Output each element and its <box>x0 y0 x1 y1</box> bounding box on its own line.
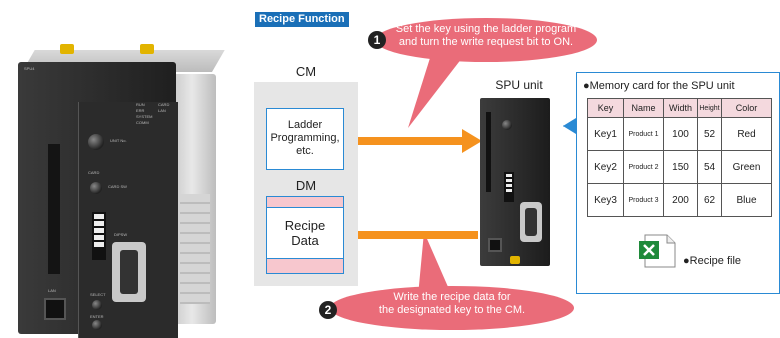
table-cell: Red <box>721 117 772 151</box>
column-header: Name <box>623 98 664 118</box>
table-row: Key1 Product 1 100 52 Red <box>587 117 772 151</box>
plc-card-label: CARD <box>88 170 100 175</box>
spu-unit-label: SPU unit <box>495 78 543 92</box>
unit-no-knob <box>88 134 104 150</box>
arrow-to-spu-head <box>462 129 482 153</box>
table-row: Key3 Product 3 200 62 Blue <box>587 183 772 217</box>
ladder-box-line-1: Ladder <box>287 119 323 131</box>
ladder-programming-box: Ladder Programming, etc. <box>266 108 344 170</box>
cm-label: CM <box>295 64 317 79</box>
plc-led-label: RUN <box>136 102 145 107</box>
plc-dipsw-label: DIPSW <box>114 232 128 237</box>
dip-switch <box>92 212 106 260</box>
recipe-box-line-2: Data <box>291 233 319 248</box>
plc-select-label: SELECT <box>90 292 106 297</box>
plc-lan-label: LAN <box>48 288 56 293</box>
lan-port <box>44 298 66 320</box>
spu-dip-switch <box>504 172 514 202</box>
step-1-number: 1 <box>368 31 386 49</box>
memory-card-title: ●Memory card for the SPU unit <box>583 80 735 92</box>
table-row: Key2 Product 2 150 54 Green <box>587 150 772 184</box>
spu-bottom-connector <box>510 256 520 264</box>
plc-top-connector <box>140 44 154 54</box>
table-cell: Product 3 <box>623 183 664 217</box>
arrow-to-cm-shaft <box>352 231 478 239</box>
plc-led-label: COMM <box>136 120 149 125</box>
plc-led-label: CARD <box>158 102 170 107</box>
arrow-to-spu-shaft <box>334 137 464 145</box>
table-cell: 52 <box>697 117 722 151</box>
dm-label: DM <box>295 178 317 193</box>
ladder-box-line-3: etc. <box>296 145 314 157</box>
table-cell: Green <box>721 150 772 184</box>
spu-unit-image <box>480 98 550 266</box>
plc-led-label: LAN <box>158 108 166 113</box>
plc-model-label: SPU4 <box>24 66 35 71</box>
table-cell: Blue <box>721 183 772 217</box>
memory-card-panel: ●Memory card for the SPU unit Key Name W… <box>576 72 780 294</box>
column-header: Key <box>587 98 624 118</box>
plc-enter-label: ENTER <box>90 314 104 319</box>
callout-step-2: Write the recipe data for the designated… <box>330 286 574 330</box>
plc-card-slot <box>48 144 60 274</box>
plc-led-label: SYSTEM <box>136 114 153 119</box>
column-header: Width <box>663 98 698 118</box>
spu-lan-port <box>488 238 502 252</box>
plc-front: SPU4 RUN ERR SYSTEM CARD LAN COMM UNIT N… <box>18 62 178 338</box>
dm-block-bottom <box>266 258 344 274</box>
callout-2-line-1: Write the recipe data for <box>393 291 511 303</box>
plc-unit-label: UNIT No. <box>110 138 127 143</box>
table-cell: Product 1 <box>623 117 664 151</box>
plc-top-connector <box>60 44 74 54</box>
plc-device-image: SPU4 RUN ERR SYSTEM CARD LAN COMM UNIT N… <box>0 40 230 338</box>
step-2-number: 2 <box>319 301 337 319</box>
plc-side-face <box>176 74 216 324</box>
table-cell: 150 <box>663 150 698 184</box>
callout-step-1: Set the key using the ladder program and… <box>375 18 597 62</box>
spu-serial-port <box>520 202 542 242</box>
table-header-row: Key Name Width Height Color <box>587 98 772 118</box>
ladder-box-line-2: Programming, <box>270 132 340 144</box>
table-cell: 200 <box>663 183 698 217</box>
table-cell: 100 <box>663 117 698 151</box>
table-cell: 54 <box>697 150 722 184</box>
callout-1-line-2: and turn the write request bit to ON. <box>398 36 574 48</box>
serial-port <box>112 242 146 302</box>
callout-2-line-2: the designated key to the CM. <box>378 304 526 316</box>
table-cell: Key3 <box>587 183 624 217</box>
table-cell: Key1 <box>587 117 624 151</box>
callout-1-line-1: Set the key using the ladder program <box>395 23 577 35</box>
plc-led-label: ERR <box>136 108 145 113</box>
column-header: Color <box>721 98 772 118</box>
callout-1-pointer <box>408 58 462 128</box>
select-button <box>92 300 102 310</box>
column-header: Height <box>697 98 722 118</box>
plc-cardsw-label: CARD SW <box>108 184 127 189</box>
spu-card-slot <box>486 112 491 192</box>
enter-button <box>92 320 102 330</box>
recipe-data-box: Recipe Data <box>266 207 344 259</box>
card-switch <box>90 182 102 194</box>
recipe-table: Key Name Width Height Color Key1 Product… <box>587 98 772 217</box>
spu-knob <box>502 120 512 130</box>
table-cell: Key2 <box>587 150 624 184</box>
recipe-file-label: ●Recipe file <box>683 255 742 267</box>
table-cell: Product 2 <box>623 150 664 184</box>
excel-file-icon <box>639 234 676 268</box>
table-cell: 62 <box>697 183 722 217</box>
section-title-badge: Recipe Function <box>255 12 349 27</box>
recipe-box-line-1: Recipe <box>284 218 326 233</box>
callout-2-pointer <box>418 232 452 296</box>
